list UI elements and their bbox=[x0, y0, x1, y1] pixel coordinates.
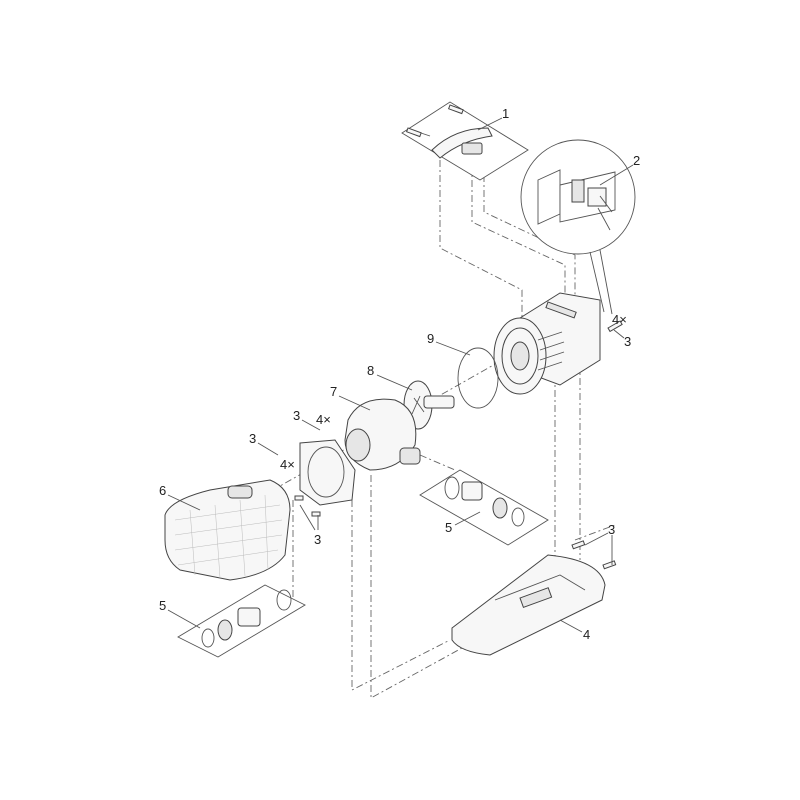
part-1-handle bbox=[401, 101, 529, 181]
callout-3-motor: 3 bbox=[624, 334, 631, 349]
callout-3-plate: 3 bbox=[249, 431, 256, 446]
callout-3-motor-qty: 4× bbox=[612, 312, 627, 327]
part-7-pump-housing bbox=[344, 398, 421, 471]
callout-5-outlet: 5 bbox=[445, 520, 452, 535]
front-plate bbox=[294, 439, 356, 517]
callout-3-housing: 3 bbox=[293, 408, 300, 423]
motor-body bbox=[493, 292, 623, 395]
callout-labels: 1 2 4× 3 9 8 7 3 4× 3 4× 6 3 5 3 5 4 bbox=[159, 106, 640, 642]
callout-3-plate-qty: 4× bbox=[280, 457, 295, 472]
leader-lines bbox=[167, 117, 634, 633]
part-4-base bbox=[451, 540, 617, 656]
part-6-filter-basket bbox=[164, 479, 291, 581]
callout-7: 7 bbox=[330, 384, 337, 399]
part-5-outlet-connector-set bbox=[419, 469, 549, 546]
callout-6: 6 bbox=[159, 483, 166, 498]
callout-3-plate-lower: 3 bbox=[314, 532, 321, 547]
callout-3-base: 3 bbox=[608, 522, 615, 537]
callout-4: 4 bbox=[583, 627, 590, 642]
callout-8: 8 bbox=[367, 363, 374, 378]
callout-1: 1 bbox=[502, 106, 509, 121]
callout-9: 9 bbox=[427, 331, 434, 346]
assembly-guide-lines bbox=[219, 160, 616, 699]
callout-3-housing-qty: 4× bbox=[316, 412, 331, 427]
part-5-inlet-connector-set bbox=[177, 584, 306, 658]
part-9-o-ring bbox=[457, 347, 499, 409]
callout-2: 2 bbox=[633, 153, 640, 168]
callout-5-inlet: 5 bbox=[159, 598, 166, 613]
part-2-connector-detail bbox=[520, 139, 636, 315]
